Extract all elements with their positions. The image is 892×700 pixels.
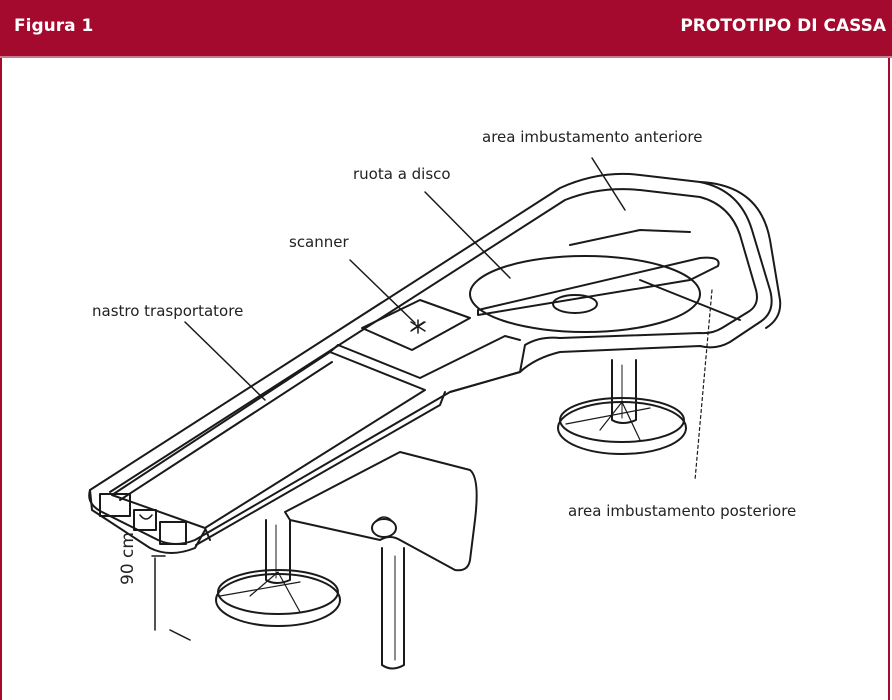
front-logo	[139, 514, 153, 520]
figure-border	[0, 58, 890, 700]
label-scanner: scanner	[289, 233, 349, 251]
label-disc-wheel: ruota a disco	[353, 165, 451, 183]
figure-number: Figura 1	[14, 16, 94, 36]
label-height: 90 cm	[118, 532, 138, 585]
disc-hub	[552, 294, 598, 314]
divider-bar	[477, 256, 720, 316]
front-module-3	[159, 521, 187, 545]
front-pedestal-base	[215, 573, 341, 627]
front-pedestal-column	[265, 519, 291, 584]
conveyor-front-face	[89, 489, 206, 554]
figure-header: Figura 1 PROTOTIPO DI CASSA	[0, 0, 892, 58]
label-rear-bagging: area imbustamento posteriore	[568, 502, 797, 520]
counter-top-outline	[88, 172, 773, 545]
front-module-1	[99, 493, 131, 517]
label-conveyor: nastro trasportatore	[92, 302, 244, 320]
leader-rear-bagging	[694, 289, 713, 481]
counter-inner-rim	[109, 188, 758, 493]
rear-pedestal-column	[611, 359, 637, 424]
leader-scanner	[349, 259, 416, 324]
bagging-divider-rear	[639, 279, 741, 321]
header-rule	[0, 56, 892, 58]
side-table	[284, 451, 478, 572]
table-leg	[381, 547, 405, 670]
figure-title: PROTOTIPO DI CASSA	[680, 16, 886, 36]
table-mouse-icon	[371, 518, 397, 538]
leader-disc-wheel	[424, 191, 511, 279]
conveyor-belt	[111, 351, 426, 529]
leader-front-bagging	[591, 157, 626, 211]
disc-wheel	[469, 255, 701, 333]
scanner-symbol	[410, 319, 426, 334]
leader-conveyor	[184, 321, 266, 401]
bagging-divider-front	[569, 229, 691, 246]
front-module-2	[133, 509, 157, 531]
height-dimension	[151, 555, 191, 641]
label-front-bagging: area imbustamento anteriore	[482, 128, 703, 146]
